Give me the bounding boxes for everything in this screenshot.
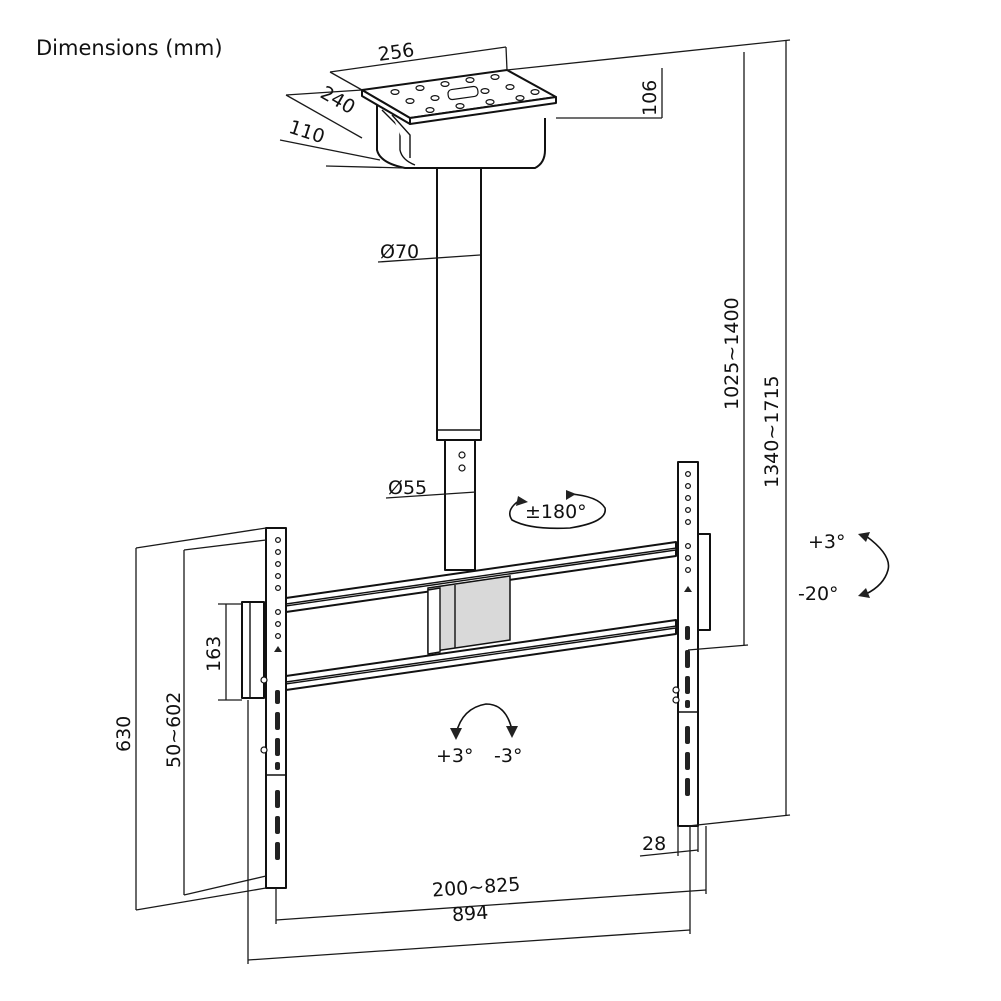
swivel-arc (509, 493, 606, 530)
right-rail-body (677, 461, 699, 827)
ceiling-box-bracket (381, 109, 416, 166)
pole-lower (444, 439, 476, 571)
center-block-side (427, 587, 441, 655)
pole-pin-2 (458, 464, 466, 472)
ceiling-box-edge (391, 114, 411, 158)
level-right-label: -3° (494, 745, 522, 767)
swivel-arrow-right-icon (566, 490, 576, 500)
ceiling-plate-side-front (409, 96, 557, 125)
dim-pole-lower: Ø55 (388, 477, 427, 499)
left-rail-body (265, 527, 287, 889)
ceiling-plate (361, 69, 557, 169)
dim-vesa-vertical: 50~602 (163, 692, 185, 768)
dim-frame-width: 894 (451, 902, 489, 926)
dim-height-adjust: 1025~1400 (721, 297, 743, 410)
dim-plate-height: 106 (639, 80, 661, 116)
right-rail (672, 461, 711, 827)
left-side-bracket (241, 601, 265, 699)
left-rail-holes (260, 536, 282, 860)
pole (436, 167, 482, 571)
pole-pin-1 (458, 451, 466, 459)
left-rail (241, 527, 287, 889)
level-left-label: +3° (436, 745, 474, 767)
drawing-title: Dimensions (mm) (36, 36, 223, 60)
tilt-arc (865, 535, 890, 595)
swivel-arrow-left-icon (516, 496, 528, 506)
tilt-down-label: -20° (798, 583, 839, 605)
pole-upper (436, 167, 482, 441)
dim-frame-height: 630 (113, 716, 135, 752)
tilt-arrow-up-icon (858, 532, 870, 542)
level-arrow-right-icon (506, 726, 518, 738)
dimension-lines (135, 39, 791, 964)
level-arc (455, 703, 513, 735)
ceiling-plate-holes (390, 73, 540, 113)
right-rail-holes (672, 471, 692, 796)
tilt-arrow-down-icon (858, 588, 870, 598)
dim-arm-height: 163 (203, 636, 225, 672)
dim-box-depth: 110 (286, 116, 327, 148)
right-side-bracket (697, 533, 711, 631)
dim-vesa-horizontal: 200~825 (431, 874, 521, 902)
cross-arms (285, 541, 677, 691)
level-indicator: +3° -3° (436, 703, 522, 767)
dim-pole-upper: Ø70 (380, 241, 419, 263)
level-arrow-left-icon (450, 728, 462, 740)
dim-total-height: 1340~1715 (761, 375, 783, 488)
tilt-up-label: +3° (808, 531, 846, 553)
dim-plate-width: 256 (377, 39, 416, 66)
tilt-indicator: +3° -20° (798, 531, 890, 605)
swivel-label: ±180° (525, 501, 587, 523)
swivel-indicator: ±180° (509, 490, 606, 530)
dim-plate-depth: 240 (316, 82, 358, 119)
dim-rail-depth: 28 (642, 833, 666, 855)
